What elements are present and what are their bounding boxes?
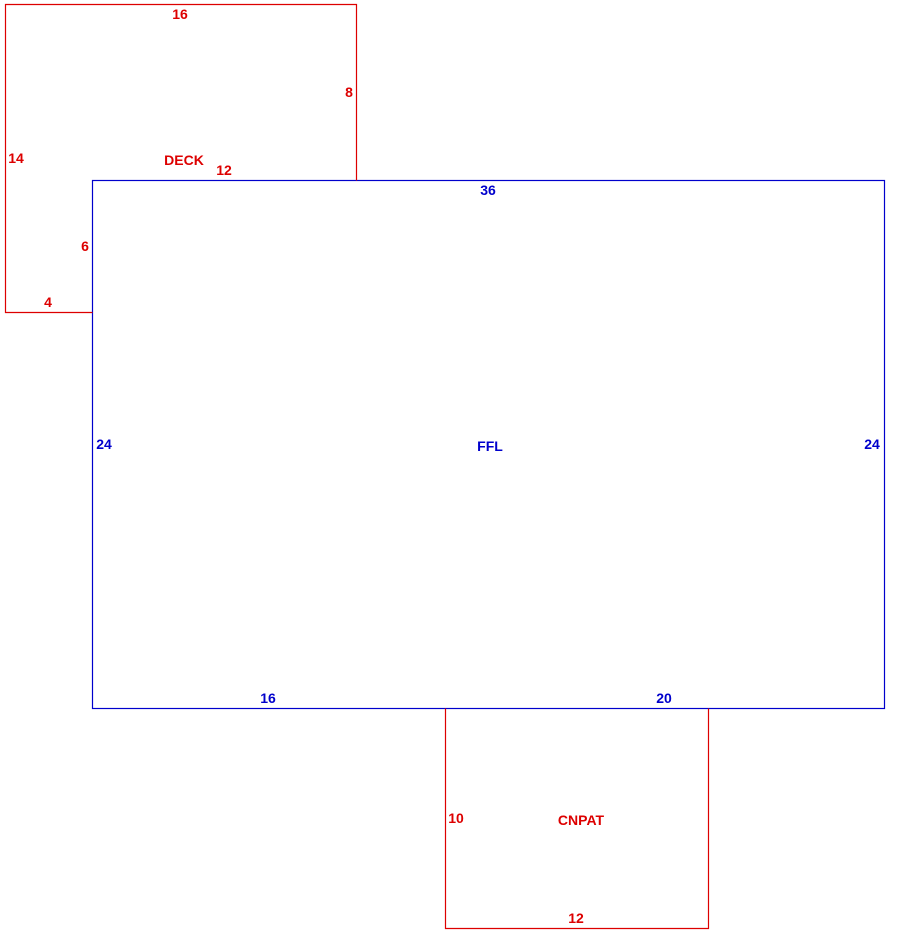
deck-area: DECK 16 8 14 12 6 4 <box>4 3 358 314</box>
ffl-area: FFL 36 24 24 16 20 <box>91 179 886 710</box>
ffl-dim-top: 36 <box>480 182 496 198</box>
ffl-dim-left: 24 <box>96 436 112 452</box>
deck-dim-right: 8 <box>345 84 353 100</box>
cnpat-area: CNPAT 10 12 <box>444 708 710 930</box>
ffl-dim-bottom-left: 16 <box>260 690 276 706</box>
deck-outline <box>4 3 358 314</box>
cnpat-dim-bottom: 12 <box>568 910 584 926</box>
cnpat-outline <box>444 708 710 930</box>
ffl-label: FFL <box>477 438 503 454</box>
deck-dim-inner-side: 6 <box>81 238 89 254</box>
deck-dim-bottom: 4 <box>44 294 52 310</box>
deck-dim-inner-top: 12 <box>216 162 232 178</box>
ffl-dim-right: 24 <box>864 436 880 452</box>
deck-label: DECK <box>164 152 204 168</box>
deck-dim-left: 14 <box>8 150 24 166</box>
cnpat-dim-side: 10 <box>448 810 464 826</box>
deck-dim-top: 16 <box>172 6 188 22</box>
ffl-outline <box>91 179 886 710</box>
cnpat-label: CNPAT <box>558 812 605 828</box>
ffl-dim-bottom-right: 20 <box>656 690 672 706</box>
